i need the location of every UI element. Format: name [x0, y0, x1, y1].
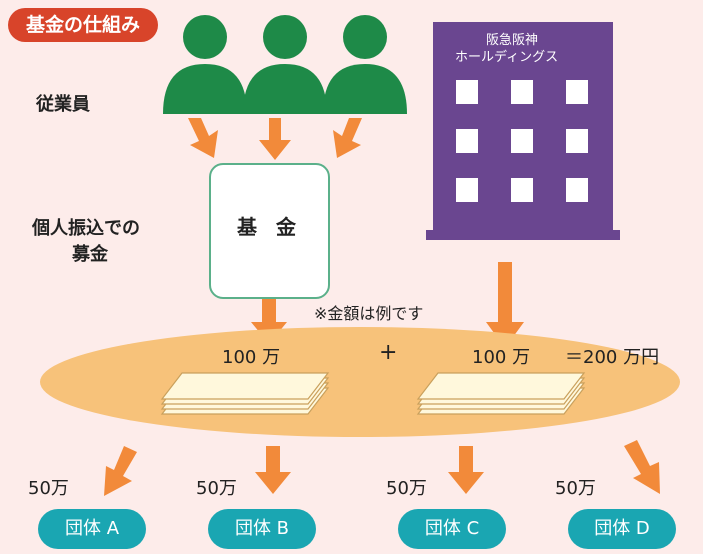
org-badge-b: 団体 B: [208, 509, 316, 549]
arrow-icon: [333, 118, 362, 158]
arrow-icon: [104, 446, 137, 496]
diagram-title: 基金の仕組み: [8, 8, 158, 42]
donation-label-line2: 募金: [72, 244, 108, 265]
money-stack-icon: [416, 372, 586, 415]
org-amount: 50万: [28, 478, 69, 499]
org-amount: 50万: [196, 478, 237, 499]
company-label-line1: 阪急阪神: [486, 33, 539, 48]
employee-person-icon: [163, 15, 247, 114]
org-badge-c: 団体 C: [398, 509, 506, 549]
arrow-icon: [188, 118, 218, 158]
employee-person-icon: [243, 15, 327, 114]
plus-sign: +: [379, 340, 398, 365]
arrow-icon: [448, 446, 484, 494]
company-label-line2: ホールディングス: [455, 50, 559, 65]
org-amount: 50万: [555, 478, 596, 499]
fund-amount: 100 万: [222, 347, 281, 368]
arrow-icon: [259, 118, 291, 160]
fund-label: 基 金: [237, 215, 302, 239]
org-badge-d: 団体 D: [568, 509, 676, 549]
arrow-icon: [486, 262, 524, 348]
donation-label-line1: 個人振込での: [32, 218, 140, 239]
company-amount: 100 万: [472, 347, 531, 368]
total-amount: ＝200 万円: [565, 347, 660, 368]
note-text: ※金額は例です: [314, 304, 424, 323]
company-label: 阪急阪神 ホールディングス: [450, 32, 600, 66]
money-stack-icon: [160, 372, 330, 415]
building-icon: [426, 22, 620, 240]
arrow-icon: [255, 446, 291, 494]
arrow-icon: [624, 440, 660, 494]
org-amount: 50万: [386, 478, 427, 499]
employees-label: 従業員: [36, 94, 90, 115]
org-badge-a: 団体 A: [38, 509, 146, 549]
fund-box: 基 金: [209, 163, 330, 299]
employee-person-icon: [323, 15, 407, 114]
